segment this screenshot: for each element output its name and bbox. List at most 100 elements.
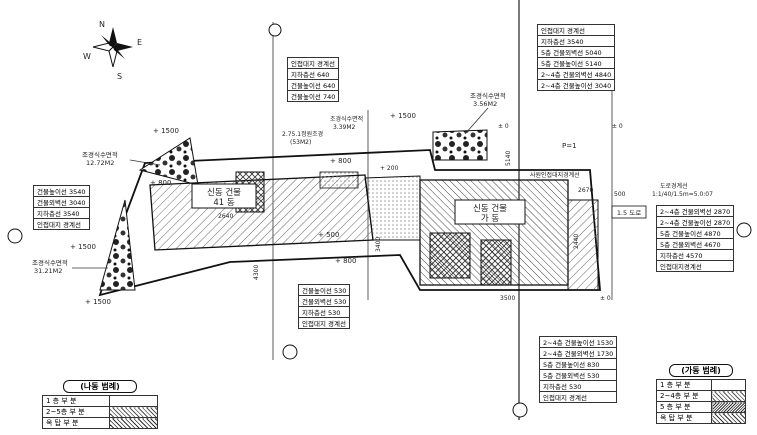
- dim-5140: 5140: [505, 151, 512, 166]
- right-box-row: 2~4층 건물높이선 2870: [655, 216, 735, 228]
- left-building-label-box: [191, 183, 257, 209]
- dim-800-c: + 800: [335, 257, 356, 265]
- middle-bottom-box: 건물높이선 530 건물외벽선 530 지하층선 530 인접대지 경계선: [297, 284, 351, 329]
- top-right-row: 2~4층 건물높이선 3040: [536, 79, 616, 91]
- level-zero-b: ± 0: [612, 123, 623, 130]
- right-building-core-a: [429, 232, 471, 279]
- middle-bottom-row: 인접대지 경계선: [297, 317, 351, 329]
- dim-2440: 2440: [573, 234, 580, 249]
- left-building-title: 신동 건물: [207, 187, 241, 198]
- dim-800-a: + 800: [150, 179, 171, 187]
- front-setback-label: 도로경계선: [660, 182, 688, 190]
- dim-1500-top: + 1500: [153, 127, 179, 135]
- road-setback-box: [611, 205, 647, 219]
- compass-s-label: S: [117, 72, 122, 81]
- dim-4300: 4300: [253, 265, 260, 280]
- front-setback-value: 1:1/40/1.5m=5.0:07: [652, 191, 713, 198]
- dim-2670: 2670: [578, 187, 593, 194]
- top-right-row: 5층 건물외벽선 5040: [536, 46, 616, 58]
- right-building-label-box: [454, 199, 526, 225]
- legend-right-label: 5 층 부 분: [656, 401, 712, 413]
- landscape-top-label: 조경식수면적: [470, 91, 506, 100]
- top-right-row: 인접대지 경계선: [536, 24, 616, 36]
- dim-500-a: + 500: [318, 231, 339, 239]
- bottom-right-row: 인접대지 경계선: [538, 391, 618, 403]
- right-building-core-b: [480, 239, 512, 286]
- legend-left-table: 1 층 부 분 2~5층 부 분 옥 탑 부 분: [42, 395, 158, 429]
- right-box-row: 인접대지경계선: [655, 260, 735, 272]
- legend-right-label: 옥 탑 부 분: [656, 412, 712, 424]
- middle-top-row: 인접대지 경계선: [286, 57, 340, 69]
- left-building-annex: [319, 171, 359, 189]
- right-box-row: 5층 건물외벽선 4670: [655, 238, 735, 250]
- dim-3500: 3500: [500, 295, 515, 302]
- dim-1500-bottom: + 1500: [85, 298, 111, 306]
- legend-swatch-hatch: [711, 390, 746, 402]
- connector-area: [364, 175, 421, 241]
- section-marker-icon: [7, 23, 752, 418]
- legend-swatch-cross: [711, 412, 746, 424]
- legend-right-label: 1 층 부 분: [656, 379, 712, 391]
- legend-swatch-hatch: [109, 406, 158, 418]
- legend-left-title: (나동 범례): [63, 380, 137, 393]
- dim-800-b: + 800: [330, 157, 351, 165]
- middle-bottom-row: 지하층선 530: [297, 306, 351, 318]
- left-dim-row: 건물높이선 3540: [33, 185, 90, 197]
- legend-swatch-plain: [109, 395, 158, 407]
- compass-n-label: N: [99, 20, 105, 29]
- bottom-right-row: 지하층선 530: [538, 380, 618, 392]
- middle-bottom-row: 건물외벽선 530: [297, 295, 351, 307]
- right-building-sub: 가 동: [481, 214, 500, 224]
- top-right-row: 2~4층 건물외벽선 4840: [536, 68, 616, 80]
- legend-left-label: 1 층 부 분: [42, 395, 110, 407]
- dim-200: + 200: [380, 165, 399, 172]
- dim-1500-left: + 1500: [70, 243, 96, 251]
- left-dim-row: 인접대지 경계선: [33, 218, 90, 230]
- compass-icon: N E S W: [83, 20, 142, 81]
- dim-500-b: 500: [614, 191, 626, 198]
- compass-w-label: W: [83, 52, 91, 61]
- top-right-row: 5층 건물높이선 5140: [536, 57, 616, 69]
- left-building-sub: 41 동: [213, 198, 235, 208]
- left-dimension-box: 건물높이선 3540 건물외벽선 3040 지하층선 3540 인접대지 경계선: [33, 185, 90, 230]
- landscape-area-top-right: [432, 129, 488, 161]
- bottom-right-row: 5층 건물높이선 830: [538, 358, 618, 370]
- top-right-box: 인접대지 경계선 지하층선 3540 5층 건물외벽선 5040 5층 건물높이…: [536, 24, 616, 91]
- mid-garden-value: (53M2): [290, 139, 311, 146]
- middle-top-row: 건물높이선 640: [286, 79, 340, 91]
- landscape-top-value: 3.56M2: [473, 100, 497, 108]
- middle-top-row: 건물높이선 740: [286, 90, 340, 102]
- legend-swatch-cross: [109, 417, 158, 429]
- top-right-row: 지하층선 3540: [536, 35, 616, 47]
- right-box-row: 5층 건물높이선 4870: [655, 227, 735, 239]
- right-box-row: 지하층선 4570: [655, 249, 735, 261]
- level-zero-a: ± 0: [498, 123, 509, 130]
- landscape-left-label: 조경식수면적: [82, 150, 118, 159]
- legend-right-label: 2~4층 부 분: [656, 390, 712, 402]
- right-building-wing: [567, 199, 599, 291]
- landscape-left-value: 12.72M2: [86, 159, 114, 167]
- street-boundary-label: 사원인접대지경계선: [530, 171, 580, 179]
- landscape-bottom-label: 조경식수면적: [32, 258, 68, 267]
- middle-top-box: 인접대지 경계선 지하층선 640 건물높이선 640 건물높이선 740: [286, 57, 340, 102]
- mid-landscape-value: 3.39M2: [333, 124, 356, 131]
- middle-bottom-row: 건물높이선 530: [297, 284, 351, 296]
- bottom-right-row: 2~4층 건물외벽선 1730: [538, 347, 618, 359]
- dim-3400: 3400: [375, 237, 382, 252]
- mid-garden-label: 2.75.1정원조경: [282, 130, 323, 138]
- landscape-area-top-left: [138, 137, 199, 186]
- legend-swatch-plain: [711, 379, 746, 391]
- level-zero-c: ± 0: [600, 295, 611, 302]
- right-box: 2~4층 건물외벽선 2870 2~4층 건물높이선 2870 5층 건물높이선…: [655, 205, 735, 272]
- legend-left-label: 옥 탑 부 분: [42, 417, 110, 429]
- legend-left: (나동 범례) 1 층 부 분 2~5층 부 분 옥 탑 부 분: [42, 380, 158, 429]
- legend-swatch-dense: [711, 401, 746, 413]
- legend-right: (가동 범례) 1 층 부 분 2~4층 부 분 5 층 부 분 옥 탑 부 분: [656, 364, 746, 424]
- left-dim-row: 지하층선 3540: [33, 207, 90, 219]
- legend-right-table: 1 층 부 분 2~4층 부 분 5 층 부 분 옥 탑 부 분: [656, 379, 746, 424]
- middle-top-row: 지하층선 640: [286, 68, 340, 80]
- dim-2640: 2640: [218, 213, 233, 220]
- mid-landscape-label: 조경식수면적: [330, 115, 363, 123]
